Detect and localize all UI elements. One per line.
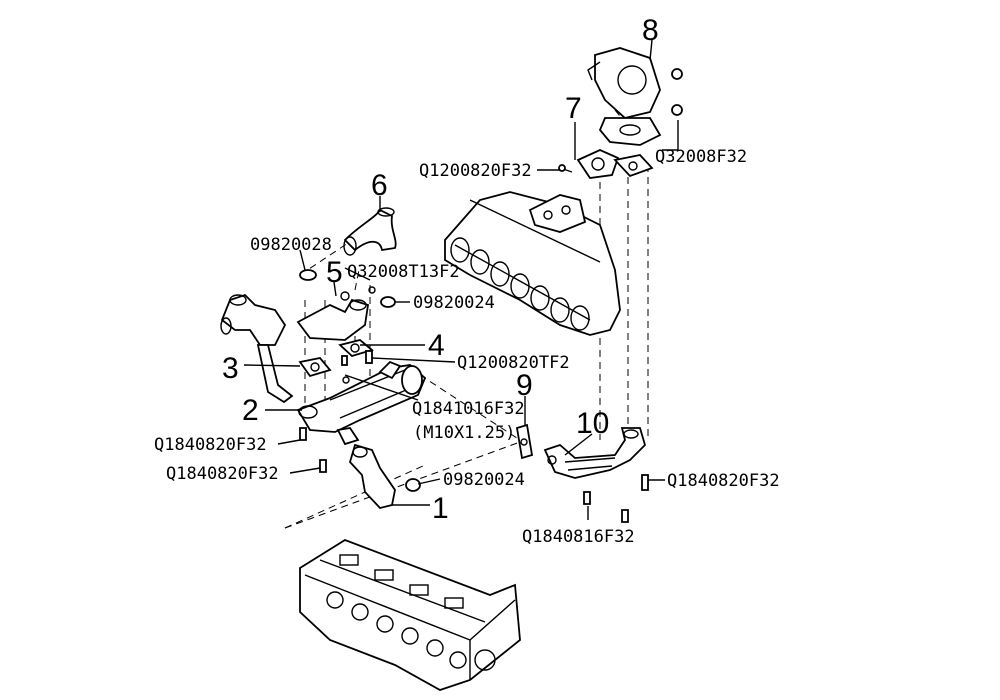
bolt-icon xyxy=(299,427,327,473)
label-q32008t13f2: Q32008T13F2 xyxy=(347,262,460,282)
stud-icon xyxy=(341,350,373,366)
callout-7: 7 xyxy=(565,92,582,125)
callout-3: 3 xyxy=(222,352,239,385)
label-q1840820f32-upper: Q1840820F32 xyxy=(154,435,267,455)
part-code-labels: Q1200820F32 Q32008F32 09820028 Q32008T13… xyxy=(154,147,780,547)
label-09820024-top: 09820024 xyxy=(413,293,495,313)
label-09820028: 09820028 xyxy=(250,235,332,255)
egr-gasket xyxy=(576,149,654,179)
callout-6: 6 xyxy=(371,169,388,202)
label-09820024-bottom: 09820024 xyxy=(443,470,525,490)
callout-8: 8 xyxy=(642,14,659,47)
egr-cooler-gasket xyxy=(338,339,374,358)
cylinder-head xyxy=(299,539,521,691)
bolt-icon xyxy=(558,164,573,173)
label-q1841016f32: Q1841016F32 xyxy=(412,399,525,419)
label-q32008f32: Q32008F32 xyxy=(655,147,747,167)
label-thread-spec: (M10X1.25) xyxy=(413,423,515,443)
hose-clamp-icon xyxy=(299,269,396,308)
callout-numbers: 8 7 6 5 4 3 2 9 10 1 xyxy=(222,14,659,525)
label-q1840820f32-right: Q1840820F32 xyxy=(667,471,780,491)
cooler-gasket xyxy=(298,357,332,378)
callout-10: 10 xyxy=(576,407,609,440)
egr-valve xyxy=(587,47,662,146)
callout-4: 4 xyxy=(428,329,445,362)
callout-1: 1 xyxy=(432,492,449,525)
water-outlet-housing xyxy=(220,293,294,404)
label-q1200820tf2: Q1200820TF2 xyxy=(457,353,570,373)
label-q1840816f32: Q1840816F32 xyxy=(522,527,635,547)
egr-pipe xyxy=(543,427,647,479)
leader-lines xyxy=(243,39,679,520)
label-q1840820f32-lower: Q1840820F32 xyxy=(166,464,279,484)
intake-manifold xyxy=(444,191,621,336)
nut-icon xyxy=(671,68,683,116)
callout-5: 5 xyxy=(326,256,343,289)
bolt-icon xyxy=(583,474,649,523)
rubber-hose-upper xyxy=(343,207,397,256)
coolant-pipe-elbow xyxy=(296,286,376,341)
callout-2: 2 xyxy=(242,394,259,427)
egr-pipe-gasket xyxy=(515,423,534,460)
rubber-hose-lower xyxy=(348,443,421,510)
callout-9: 9 xyxy=(516,369,533,402)
label-q1200820f32: Q1200820F32 xyxy=(419,161,532,181)
